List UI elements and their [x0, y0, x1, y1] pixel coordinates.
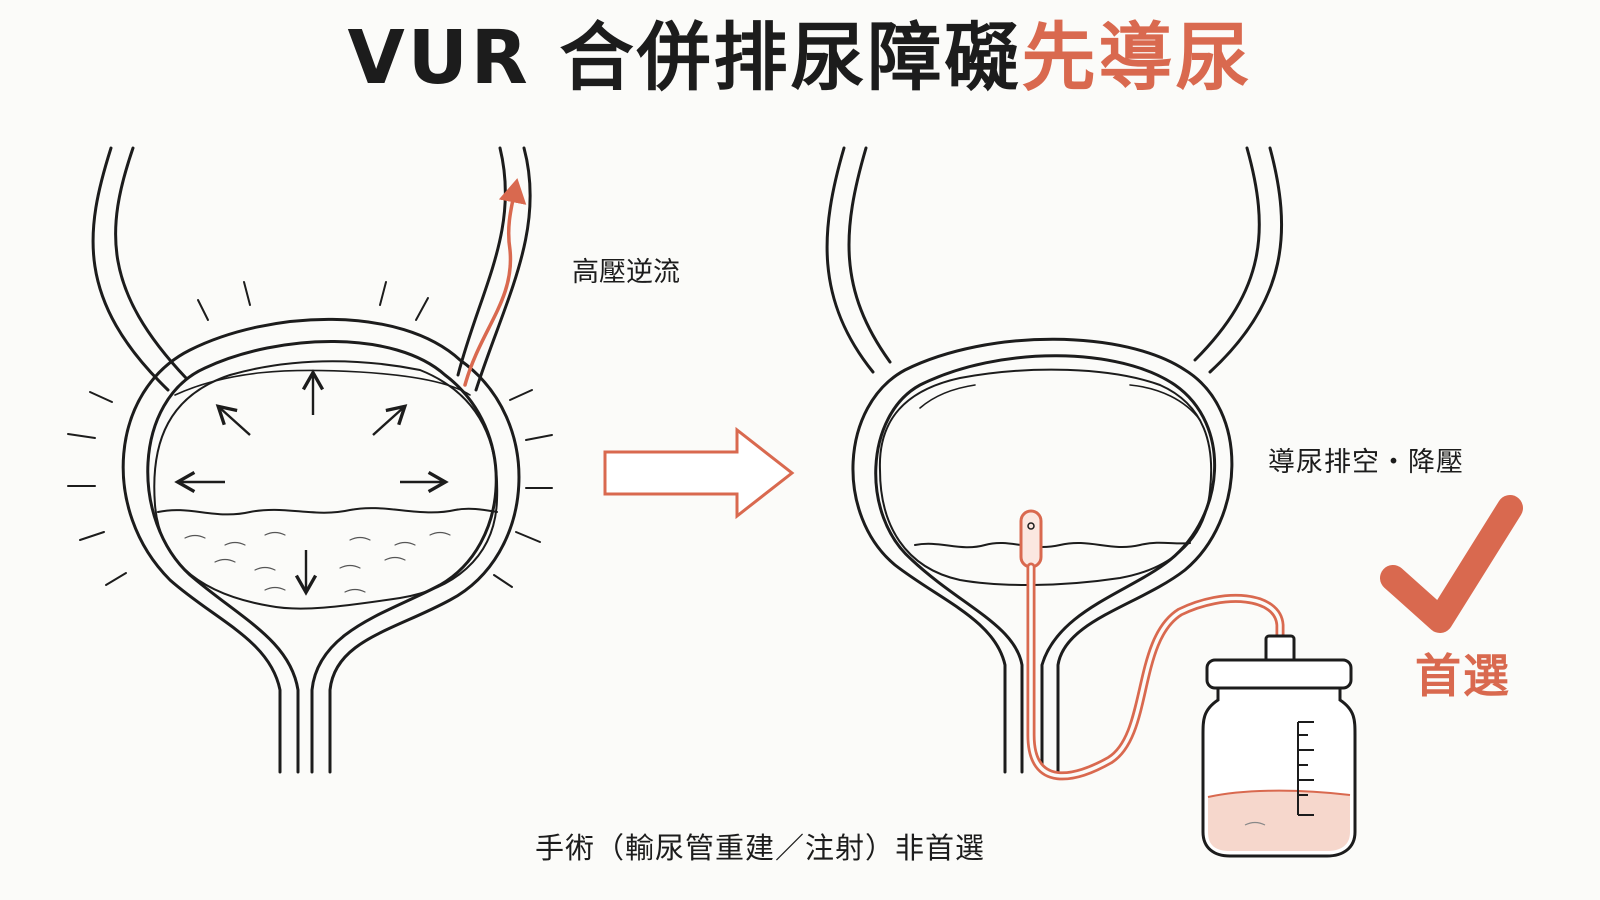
fluid-level — [157, 507, 498, 516]
pressure-arrows — [174, 369, 449, 596]
drained-bladder — [825, 146, 1283, 774]
fluid-level — [914, 541, 1191, 549]
relief-label: 導尿排空・降壓 — [1268, 447, 1464, 478]
right-ureter — [456, 146, 507, 377]
first-choice-label: 首選 — [1415, 649, 1511, 703]
right-ureter — [1193, 146, 1261, 362]
title-accent: 先導尿 — [1021, 15, 1253, 101]
left-ureter — [825, 146, 875, 374]
drainage-jar — [1201, 634, 1357, 858]
check-icon — [1380, 495, 1523, 633]
page-title: VUR 合併排尿障礙先導尿 — [0, 14, 1600, 103]
transition-arrow — [603, 426, 795, 520]
title-main: VUR 合併排尿障礙 — [347, 15, 1022, 101]
tension-lines — [67, 281, 553, 588]
bladder-wall-inner — [146, 340, 498, 774]
distended-bladder — [91, 146, 532, 774]
reflux-arrow — [463, 178, 527, 387]
bladder-wall-inner — [874, 354, 1216, 774]
catheter — [1019, 509, 1285, 781]
left-ureter — [91, 146, 170, 392]
bladder-wall-outer — [121, 317, 521, 774]
surgery-note: 手術（輸尿管重建／注射）非首選 — [534, 831, 985, 865]
pressure-label: 高壓逆流 — [572, 257, 680, 288]
bladder-wall-outer — [851, 337, 1234, 774]
urine-fill — [1208, 790, 1350, 851]
